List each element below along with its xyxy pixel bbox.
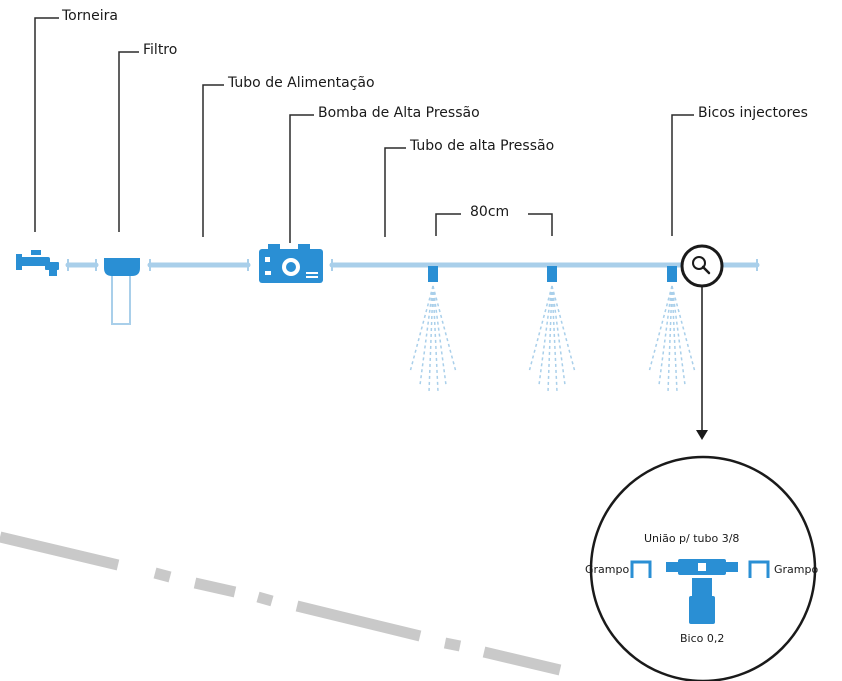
pump-icon (259, 244, 323, 283)
callout-lines (34, 17, 694, 243)
filter-icon (104, 258, 140, 325)
magnifier-icon (680, 244, 724, 288)
nozzle-icon (648, 266, 696, 393)
detail-arrow (696, 286, 708, 440)
label-bico: Bico 0,2 (680, 632, 725, 645)
label-bicos: Bicos injectores (698, 105, 808, 121)
label-grampo-right: Grampo (774, 563, 819, 576)
label-torneira: Torneira (62, 8, 118, 24)
grampo-right-icon (748, 560, 770, 578)
label-filtro: Filtro (143, 42, 178, 58)
faucet-icon (16, 250, 59, 276)
label-grampo-left: Grampo (585, 563, 630, 576)
label-spacing: 80cm (470, 204, 510, 220)
grampo-left-icon (630, 560, 652, 578)
label-tubo-alta: Tubo de alta Pressão (410, 138, 555, 154)
pipe-end-caps (67, 259, 758, 271)
union-fitting-icon (666, 559, 738, 575)
nozzle-icon (528, 266, 576, 393)
label-bomba: Bomba de Alta Pressão (318, 105, 480, 121)
nozzle-icon (409, 266, 457, 393)
label-uniao: União p/ tubo 3/8 (644, 532, 740, 545)
watermark-band (0, 531, 562, 676)
label-tubo-alimentacao: Tubo de Alimentação (228, 75, 375, 91)
bico-icon (689, 578, 715, 624)
